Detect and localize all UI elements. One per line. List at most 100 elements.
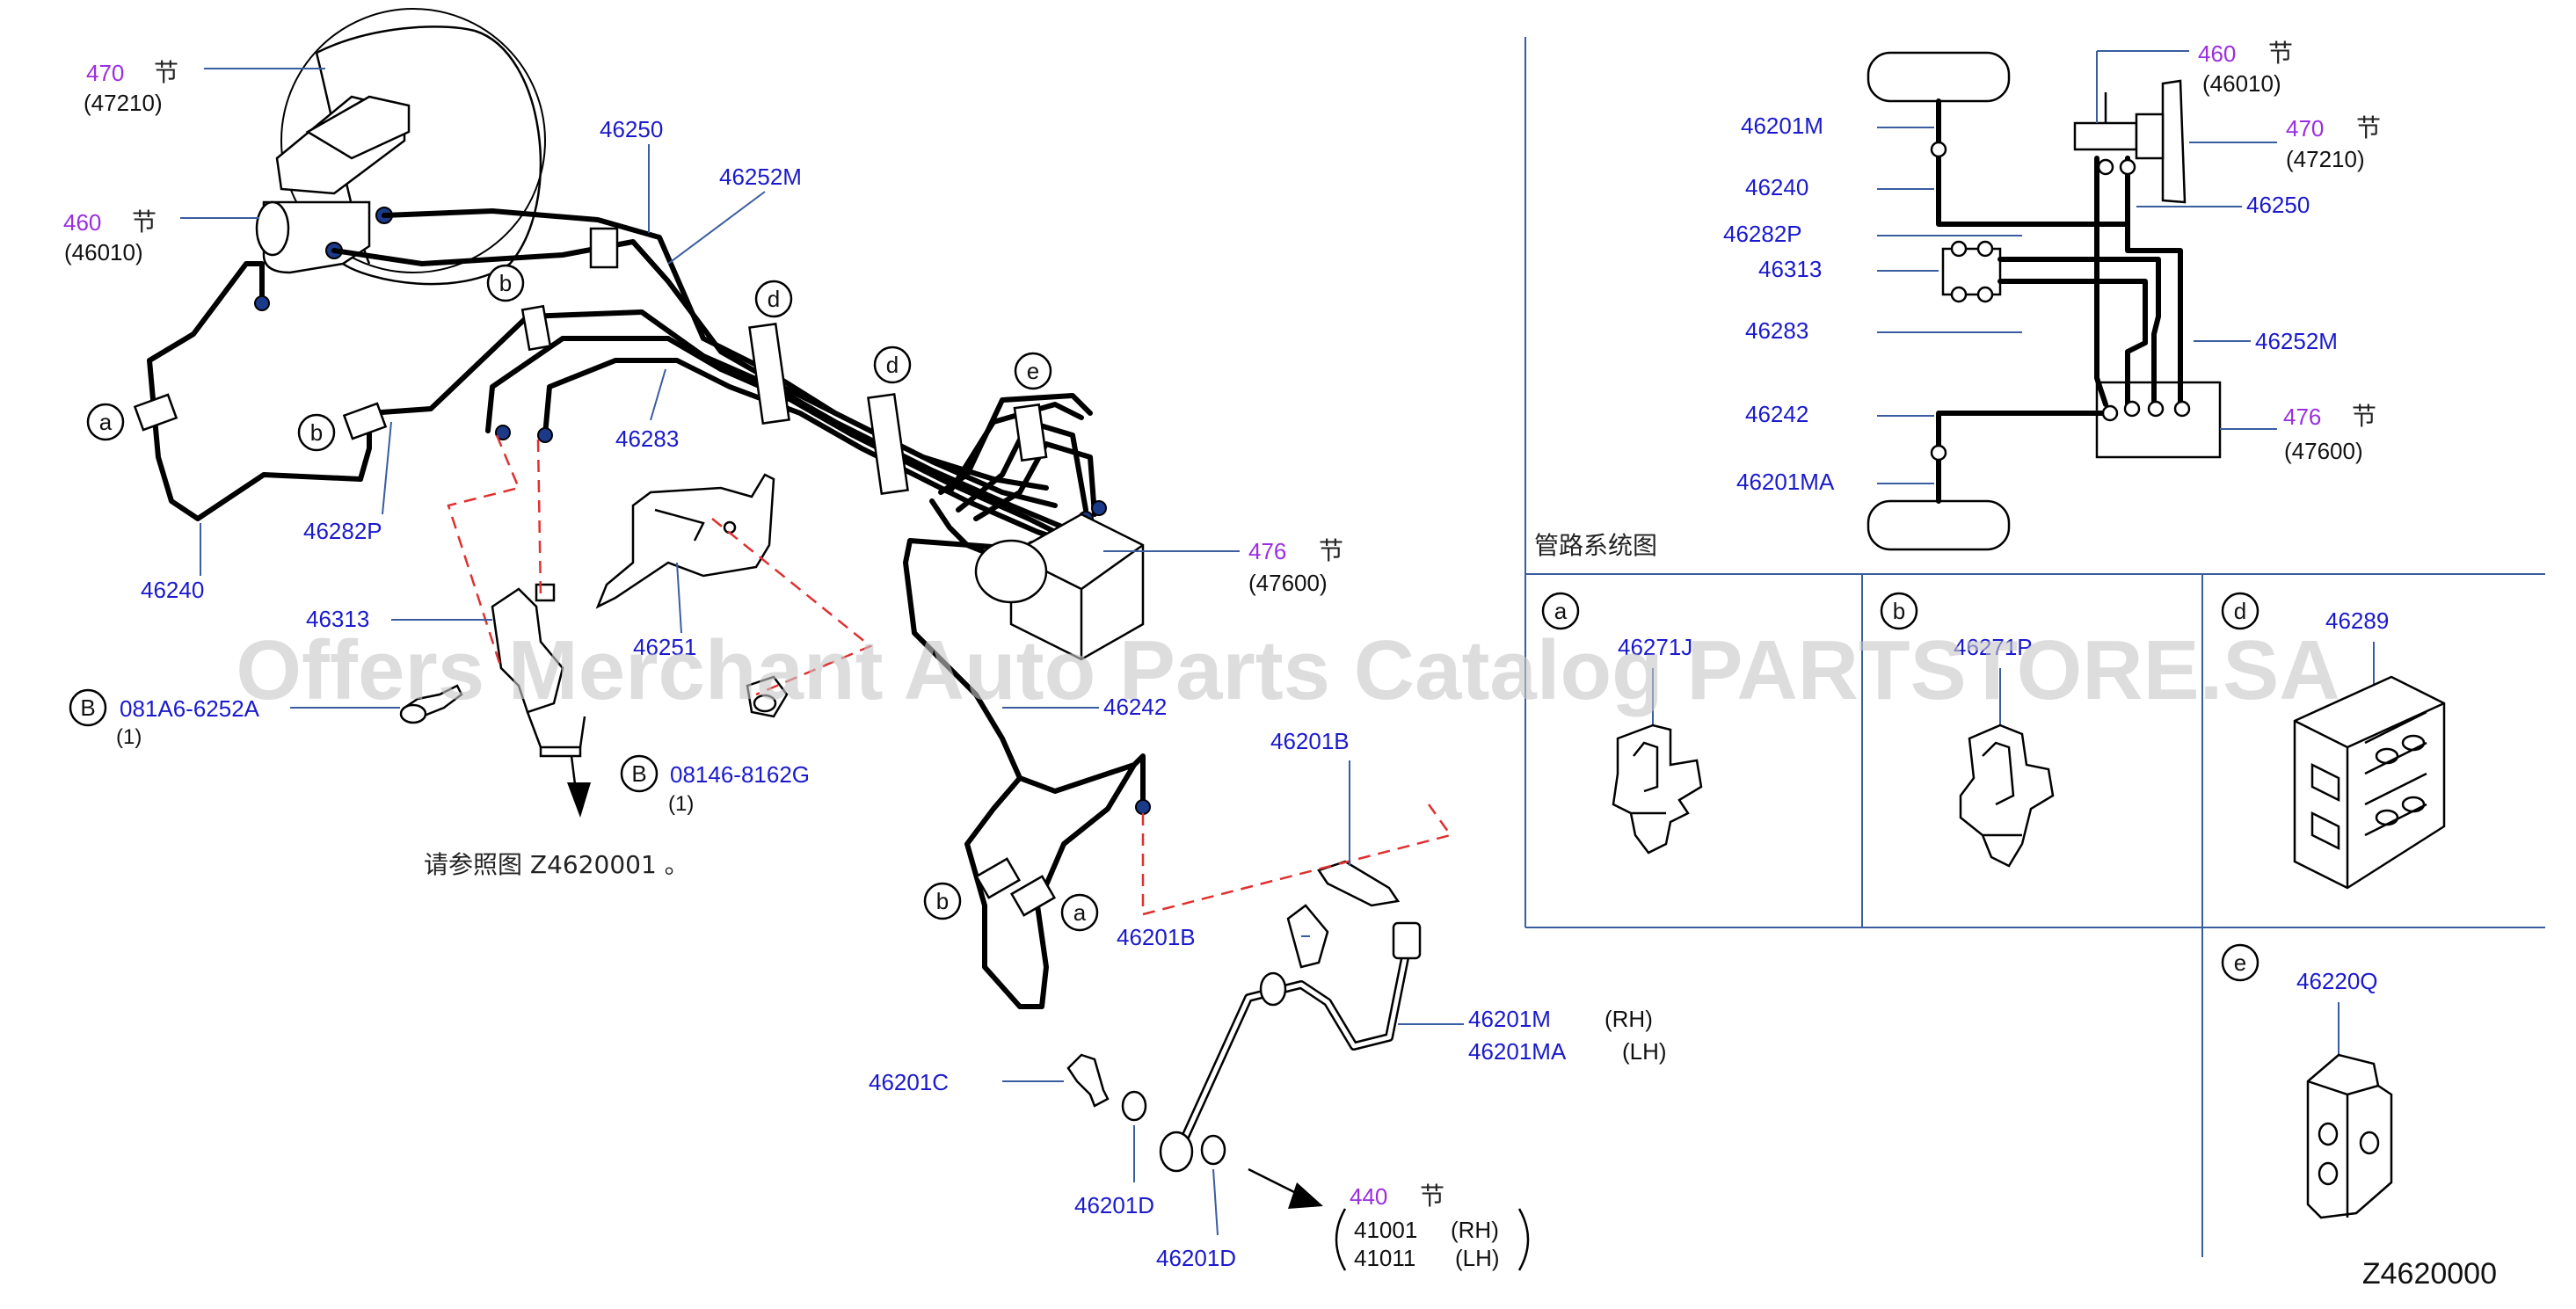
label-46201d-2[interactable]: 46201D bbox=[1156, 1245, 1236, 1271]
label-rh-1: (RH) bbox=[1605, 1006, 1653, 1032]
label-section-476[interactable]: 476 bbox=[1248, 538, 1286, 564]
label-46252m[interactable]: 46252M bbox=[719, 164, 802, 190]
label-jie-476: 节 bbox=[1319, 536, 1343, 565]
bolt-081a6 bbox=[399, 684, 463, 724]
label-46240[interactable]: 46240 bbox=[141, 577, 204, 603]
label-46010: (46010) bbox=[64, 239, 143, 265]
label-46313[interactable]: 46313 bbox=[306, 606, 369, 632]
circle-a-2: a bbox=[1073, 899, 1087, 926]
label-section-440[interactable]: 440 bbox=[1350, 1183, 1387, 1210]
bracket-right bbox=[1517, 1208, 1530, 1271]
leader-lines-main bbox=[180, 68, 1464, 1236]
label-section-460[interactable]: 460 bbox=[63, 209, 101, 236]
detail-d-letter: d bbox=[2234, 598, 2246, 624]
schem-jie-460: 节 bbox=[2268, 39, 2293, 68]
label-lh-1: (LH) bbox=[1622, 1038, 1667, 1065]
detail-b-circle bbox=[1880, 592, 1918, 630]
label-46242[interactable]: 46242 bbox=[1103, 694, 1167, 720]
schem-label-460[interactable]: 460 bbox=[2198, 40, 2236, 67]
schem-label-47600: (47600) bbox=[2284, 438, 2363, 464]
label-46201b-2[interactable]: 46201B bbox=[1117, 924, 1196, 950]
label-47600: (47600) bbox=[1248, 570, 1328, 596]
detail-a-circle bbox=[1541, 592, 1580, 630]
schematic-diagram bbox=[1867, 50, 2277, 551]
label-46251[interactable]: 46251 bbox=[633, 634, 696, 660]
circle-B-2: B bbox=[631, 760, 646, 787]
clip-46289 bbox=[2293, 675, 2446, 890]
detail-b-part[interactable]: 46271P bbox=[1954, 634, 2033, 660]
label-jie-440: 节 bbox=[1420, 1182, 1444, 1211]
arrow-caliper bbox=[1248, 1167, 1323, 1209]
schem-label-46010: (46010) bbox=[2202, 70, 2281, 97]
label-46283[interactable]: 46283 bbox=[615, 425, 679, 452]
label-46201d-1[interactable]: 46201D bbox=[1074, 1192, 1154, 1218]
schem-label-46252m[interactable]: 46252M bbox=[2255, 328, 2338, 354]
brake-hose bbox=[1159, 921, 1422, 1173]
schem-label-46201ma[interactable]: 46201MA bbox=[1736, 469, 1835, 495]
detail-d-circle bbox=[2221, 592, 2259, 630]
label-41001: 41001 bbox=[1354, 1217, 1417, 1243]
schem-label-46313[interactable]: 46313 bbox=[1758, 256, 1822, 282]
label-46250[interactable]: 46250 bbox=[600, 116, 663, 142]
clip-46271p bbox=[1959, 724, 2055, 868]
refer-text[interactable]: 请参照图 Z4620001 。 bbox=[424, 850, 689, 879]
schem-label-46282p[interactable]: 46282P bbox=[1723, 221, 1802, 247]
label-41011: 41011 bbox=[1354, 1245, 1415, 1271]
master-cylinder bbox=[255, 95, 411, 274]
callout-circles bbox=[69, 264, 1099, 932]
bolt-46201c bbox=[1066, 1053, 1110, 1108]
label-qty-2: (1) bbox=[668, 792, 694, 816]
detail-e-part[interactable]: 46220Q bbox=[2296, 968, 2378, 994]
schem-label-46242[interactable]: 46242 bbox=[1745, 401, 1808, 427]
label-46282p[interactable]: 46282P bbox=[303, 518, 382, 544]
bracket-46251 bbox=[595, 473, 775, 609]
right-panel-grid bbox=[1524, 37, 2545, 1257]
label-46201b-1[interactable]: 46201B bbox=[1270, 728, 1350, 754]
circle-B-1: B bbox=[80, 694, 95, 721]
arrow-refer bbox=[567, 755, 591, 818]
watermark-text: Offers Merchant Auto Parts Catalog PARTS… bbox=[236, 623, 2340, 717]
circle-e-1: e bbox=[1027, 358, 1039, 384]
label-46201ma[interactable]: 46201MA bbox=[1468, 1038, 1567, 1065]
label-bolt-08146[interactable]: 08146-8162G bbox=[670, 761, 810, 788]
label-section-470[interactable]: 470 bbox=[86, 60, 124, 86]
schem-label-47210: (47210) bbox=[2286, 146, 2365, 172]
schem-label-46283[interactable]: 46283 bbox=[1745, 317, 1808, 344]
detail-d-part[interactable]: 46289 bbox=[2325, 607, 2389, 634]
detail-e-letter: e bbox=[2234, 949, 2246, 976]
clip-46220q bbox=[2306, 1053, 2393, 1219]
label-lh-2: (LH) bbox=[1455, 1245, 1500, 1271]
junction-46313 bbox=[491, 583, 586, 758]
diagram-id: Z4620000 bbox=[2362, 1257, 2497, 1291]
label-rh-2: (RH) bbox=[1451, 1217, 1499, 1243]
detail-a-letter: a bbox=[1554, 598, 1568, 624]
schem-label-46250[interactable]: 46250 bbox=[2246, 192, 2310, 218]
clip-46271j bbox=[1612, 724, 1703, 854]
label-jie-470: 节 bbox=[154, 58, 178, 87]
label-qty-1: (1) bbox=[116, 725, 142, 749]
label-jie-460: 节 bbox=[132, 207, 156, 236]
schem-label-476[interactable]: 476 bbox=[2283, 404, 2321, 430]
detail-b-letter: b bbox=[1893, 598, 1905, 624]
label-47210: (47210) bbox=[84, 90, 163, 116]
washer-46201d-2 bbox=[1200, 1134, 1226, 1166]
schem-label-470[interactable]: 470 bbox=[2286, 115, 2324, 142]
label-bolt-081a6[interactable]: 081A6-6252A bbox=[120, 695, 260, 722]
pipe-clips bbox=[133, 227, 1057, 917]
circle-d-2: d bbox=[886, 352, 899, 378]
schem-label-46240[interactable]: 46240 bbox=[1745, 174, 1808, 200]
schematic-title: 管路系统图 bbox=[1534, 531, 1657, 560]
schem-label-46201m[interactable]: 46201M bbox=[1741, 113, 1823, 139]
washer-46201d-1 bbox=[1121, 1090, 1147, 1122]
circle-b-1: b bbox=[499, 270, 512, 296]
circle-d-1: d bbox=[768, 286, 780, 312]
circle-b-2: b bbox=[310, 419, 323, 446]
clip-46201b bbox=[1286, 860, 1401, 969]
circle-b-3: b bbox=[936, 888, 949, 914]
label-46201m[interactable]: 46201M bbox=[1468, 1006, 1551, 1032]
label-46201c[interactable]: 46201C bbox=[869, 1069, 949, 1095]
detail-a-part[interactable]: 46271J bbox=[1618, 634, 1692, 660]
schem-jie-470: 节 bbox=[2356, 113, 2381, 142]
